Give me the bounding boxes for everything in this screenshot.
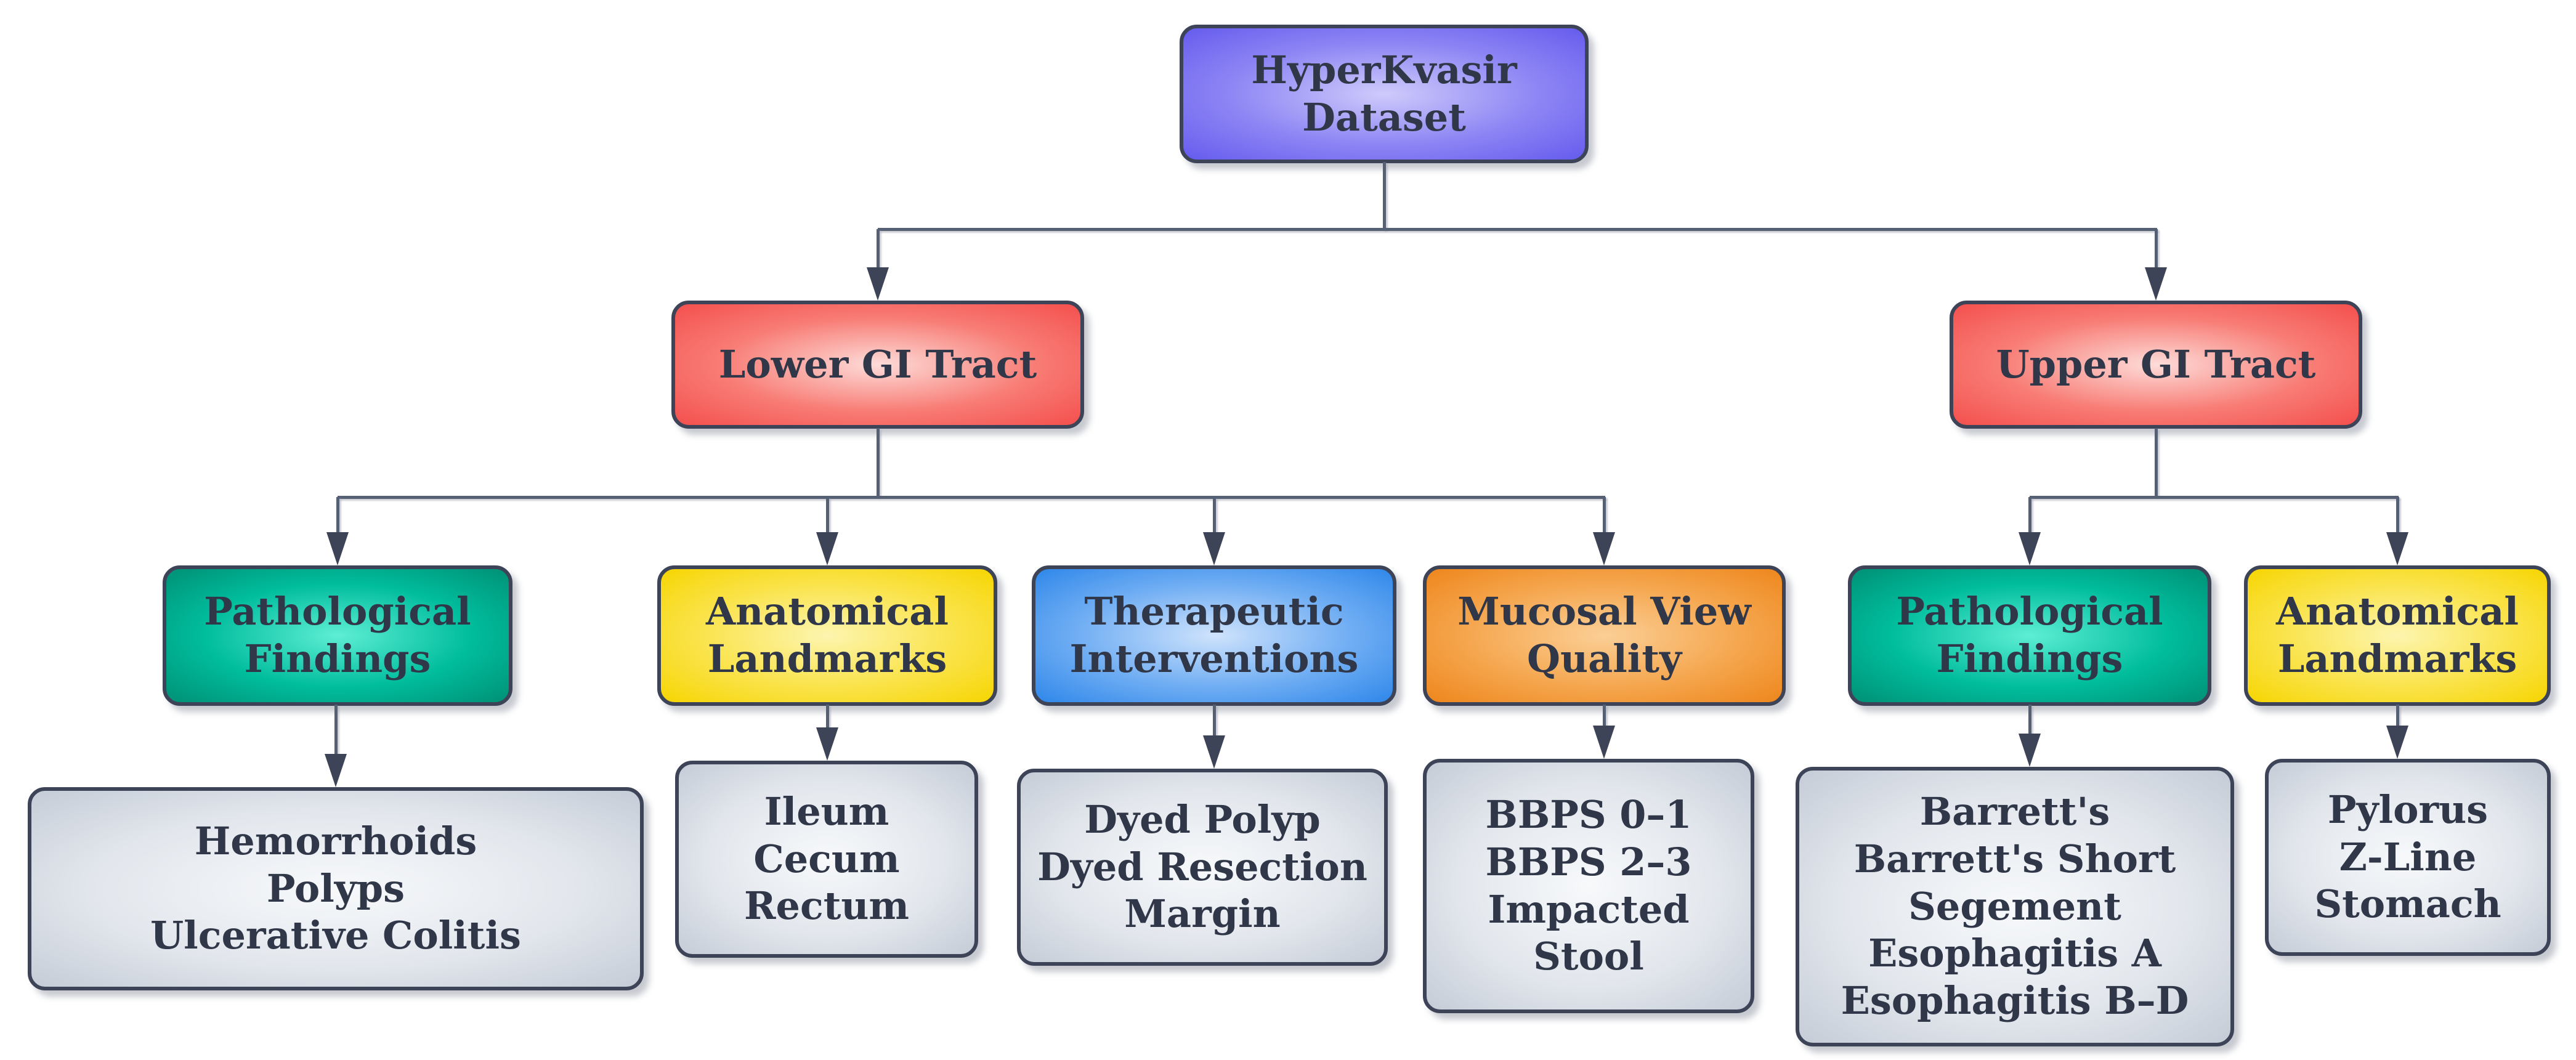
connector-mucosal-leaf bbox=[1603, 705, 1606, 727]
connector-root-stem bbox=[1383, 162, 1386, 230]
arrowhead-path-lower bbox=[326, 532, 349, 565]
arrowhead-leaf-ileum bbox=[816, 727, 838, 761]
connector-drop-lower-gi bbox=[877, 229, 880, 271]
connector-anat-upper-leaf bbox=[2396, 705, 2399, 727]
connector-drop-upper-gi bbox=[2155, 229, 2158, 271]
arrowhead-leaf-barretts bbox=[2019, 734, 2041, 767]
arrowhead-leaf-hemorrhoids bbox=[325, 754, 347, 787]
node-lower-gi-tract: Lower GI Tract bbox=[671, 301, 1084, 429]
connector-upper-gi-bar bbox=[2030, 496, 2399, 499]
connector-drop-mucosal bbox=[1603, 497, 1606, 534]
connector-drop-anat-lower bbox=[826, 497, 829, 534]
connector-drop-path-upper bbox=[2028, 497, 2031, 534]
arrowhead-mucosal bbox=[1593, 532, 1615, 565]
arrowhead-leaf-dyed bbox=[1203, 735, 1225, 769]
arrowhead-lower-gi bbox=[867, 267, 889, 301]
node-lower-gi-tract-label: Lower GI Tract bbox=[718, 341, 1037, 387]
connector-therapeutic-leaf bbox=[1213, 705, 1216, 737]
connector-anat-lower-leaf bbox=[826, 705, 829, 729]
node-upper-gi-tract: Upper GI Tract bbox=[1950, 301, 2362, 429]
connector-drop-therapeutic bbox=[1213, 497, 1216, 534]
connector-lower-gi-stem bbox=[877, 428, 880, 497]
connector-drop-anat-upper bbox=[2396, 497, 2399, 534]
connector-upper-gi-stem bbox=[2155, 428, 2158, 497]
arrowhead-leaf-pylorus bbox=[2386, 726, 2408, 759]
connector-path-lower-leaf bbox=[334, 705, 338, 755]
arrowhead-leaf-bbps bbox=[1593, 726, 1615, 759]
connector-path-upper-leaf bbox=[2028, 705, 2031, 735]
connector-root-bar bbox=[878, 228, 2157, 231]
arrowhead-upper-gi bbox=[2145, 267, 2167, 301]
arrowhead-anat-lower bbox=[816, 532, 838, 565]
arrowhead-path-upper bbox=[2019, 532, 2041, 565]
node-upper-gi-tract-label: Upper GI Tract bbox=[1996, 341, 2316, 387]
arrowhead-therapeutic bbox=[1203, 532, 1225, 565]
arrowhead-anat-upper bbox=[2386, 532, 2408, 565]
connector-drop-path-lower bbox=[336, 497, 339, 534]
connector-lower-gi-bar bbox=[338, 496, 1605, 499]
